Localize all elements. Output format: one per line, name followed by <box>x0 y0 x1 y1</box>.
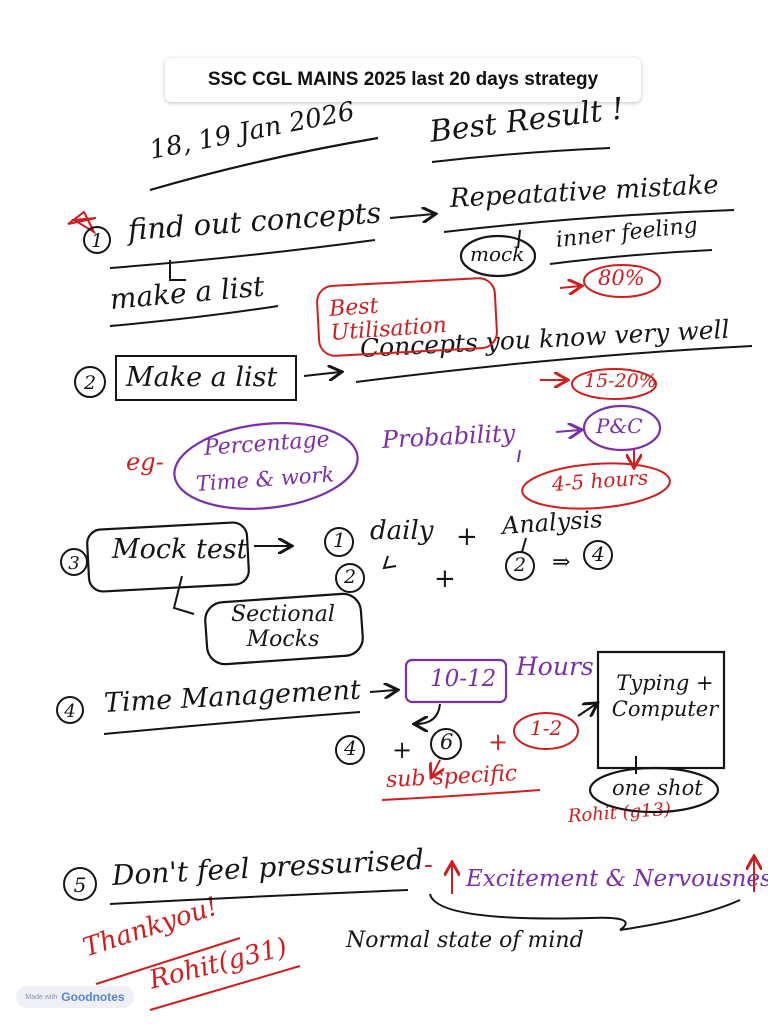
point4-plus2: + <box>488 728 509 756</box>
point4-n2-circle <box>430 728 462 760</box>
point2-topic4-circle <box>582 404 662 452</box>
point1-percent-circle <box>583 264 661 298</box>
point2-hours-circle <box>521 462 671 510</box>
point3-daily: daily <box>370 516 434 546</box>
point2-eg: eg- <box>126 448 164 476</box>
point4-n3-arrow <box>577 704 596 716</box>
point1-down-arrow <box>169 260 186 281</box>
point2-text: Make a list <box>126 362 278 393</box>
point3-n2: 2 <box>344 566 357 588</box>
point3-text-box <box>86 521 250 593</box>
point2-topic3-arrow <box>555 430 580 432</box>
point1-arrow <box>389 214 434 218</box>
point3-sectional-box <box>204 592 364 666</box>
point4-arrow <box>369 690 396 692</box>
point2-num-circle <box>74 366 106 398</box>
point1-inner-underline <box>549 249 713 265</box>
point3-n4-circle <box>583 540 613 570</box>
point1-star-icon <box>67 210 97 235</box>
point1-num-circle <box>83 226 111 254</box>
point1-mock: mock <box>470 242 525 266</box>
point3-sectional: Sectional Mocks <box>231 602 335 653</box>
goodnotes-badge[interactable]: Made with Goodnotes <box>16 986 134 1008</box>
point4-num: 4 <box>63 701 75 722</box>
point4-n3: 1-2 <box>530 716 563 740</box>
point4-n1-circle <box>335 735 365 765</box>
point4-hours-hook <box>416 703 441 724</box>
point2-topic4: P&C <box>596 414 643 438</box>
point4-one-shot: one shot <box>612 776 703 800</box>
header-date-underline <box>149 136 379 192</box>
point3-daily-tick <box>382 555 397 570</box>
point4-hours-box: 10-12 <box>430 666 497 692</box>
point2-percent: 15-20% <box>584 370 657 392</box>
point1-note-box <box>316 277 498 357</box>
header-tagline-underline <box>431 147 611 163</box>
point3-sub-arrow <box>172 575 195 615</box>
point3-n1-circle <box>324 527 354 557</box>
point5-brace <box>429 893 741 931</box>
point2-percent-circle <box>571 368 657 400</box>
point1-sub-underline <box>109 305 279 327</box>
point1-right-underline <box>443 209 735 233</box>
point4-typing-box <box>596 650 726 770</box>
point3-text: Mock test <box>112 534 248 565</box>
point4-num-circle <box>56 696 84 724</box>
point4-n1: 4 <box>344 736 357 760</box>
point4-one-shot-circle <box>588 766 720 814</box>
point2-text-box <box>115 355 297 401</box>
point4-n3-circle <box>513 712 579 750</box>
point5-thanks-underline <box>95 937 241 985</box>
point3-analysis-tick <box>521 537 527 553</box>
point3-num-circle <box>60 548 88 576</box>
point4-sub-arrow <box>432 759 440 776</box>
point5-num: 5 <box>74 873 87 897</box>
point3-n3-circle <box>505 551 535 581</box>
point3-plus2: + <box>434 564 456 594</box>
point1-mock-tick <box>517 229 521 249</box>
page-title: SSC CGL MAINS 2025 last 20 days strategy <box>207 69 599 90</box>
point2-topic-circle <box>173 422 359 510</box>
point5-dash: - <box>424 850 433 880</box>
point3-num: 3 <box>68 553 79 574</box>
point5-right: Excitement & Nervousness <box>466 866 768 892</box>
point2-num: 2 <box>83 372 96 394</box>
point1-percent: 80% <box>598 266 645 290</box>
point3-n2-circle <box>335 563 365 593</box>
title-box: SSC CGL MAINS 2025 last 20 days strategy <box>165 58 641 102</box>
point3-n4: 4 <box>592 542 605 566</box>
point3-n1: 1 <box>333 528 346 552</box>
point5-underline <box>109 889 409 905</box>
point4-hours-box-outline <box>404 658 508 704</box>
point2-arrow <box>303 372 340 376</box>
badge-made-with: Made with <box>25 993 58 1001</box>
point4-plus1: + <box>392 736 413 764</box>
point4-hours-label: Hours <box>516 652 594 681</box>
point3-plus1: + <box>456 522 478 552</box>
point4-typing: Typing + Computer <box>611 671 719 722</box>
point4-sub-underline <box>381 789 541 801</box>
point4-n2: 6 <box>440 730 454 754</box>
badge-brand: Goodnotes <box>61 990 125 1004</box>
point1-underline <box>109 239 376 269</box>
point3-n3: 2 <box>514 554 527 576</box>
point1-num: 1 <box>91 230 103 252</box>
point5-num-circle <box>63 867 97 901</box>
point5-rohit-underline <box>149 965 301 1011</box>
point3-arrow: ⇒ <box>552 550 571 575</box>
point2-right-underline <box>355 345 753 383</box>
point2-topic-tick <box>517 449 521 463</box>
point4-underline <box>103 711 361 735</box>
point1-mock-circle <box>459 234 537 278</box>
point1-percent-arrow <box>559 286 580 288</box>
point5-normal: Normal state of mind <box>346 928 584 953</box>
